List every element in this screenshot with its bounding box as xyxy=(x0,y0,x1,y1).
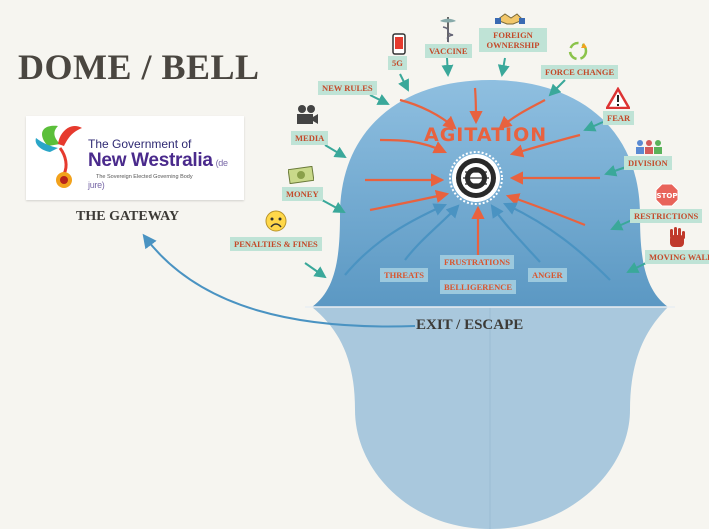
sad-face-icon xyxy=(264,209,288,236)
logo-line1: The Government of xyxy=(88,137,192,151)
government-logo: The Government of New Westralia(de jure)… xyxy=(26,116,244,200)
logo-tagline: The Sovereign Elected Governing Body xyxy=(96,174,193,180)
tag-fear: FEAR xyxy=(603,111,635,125)
tag-penalties-fines: PENALTIES & FINES xyxy=(230,237,322,251)
camera-icon xyxy=(295,104,319,129)
tag-division: DIVISION xyxy=(624,156,672,170)
money-icon xyxy=(287,165,315,187)
tag-vaccine: VACCINE xyxy=(425,44,472,58)
agitation-arrows xyxy=(365,87,600,255)
warning-icon xyxy=(604,86,632,112)
page-title: DOME / BELL xyxy=(18,47,260,87)
cycle-arrows-icon xyxy=(567,40,589,65)
gateway-label: THE GATEWAY xyxy=(76,209,180,224)
tag-restrictions: RESTRICTIONS xyxy=(630,209,703,223)
exit-label: EXIT / ESCAPE xyxy=(416,317,524,333)
tag-5g: 5G xyxy=(388,56,407,70)
outer-arrows xyxy=(304,57,649,279)
tag-belligerence: BELLIGERENCE xyxy=(440,280,517,294)
center-label: AGITATION xyxy=(424,124,548,146)
logo-line2: New Westralia(de jure) xyxy=(88,150,228,190)
tag-force-change: FORCE CHANGE xyxy=(541,65,619,79)
people-icon xyxy=(634,138,664,157)
caduceus-icon xyxy=(438,15,458,46)
stop-sign-icon: STOP xyxy=(655,183,679,210)
svg-text:STOP: STOP xyxy=(657,192,678,200)
phone-icon xyxy=(392,33,406,58)
hand-stop-icon xyxy=(667,227,687,252)
tag-new-rules: NEW RULES xyxy=(318,81,377,95)
tag-moving-walls: MOVING WALLS xyxy=(645,250,709,264)
tag-anger: ANGER xyxy=(528,268,567,282)
target-icon xyxy=(449,151,503,205)
inner-arrows xyxy=(344,202,611,281)
tag-money: MONEY xyxy=(282,187,323,201)
tag-media: MEDIA xyxy=(291,131,329,145)
tag-threats: THREATS xyxy=(380,268,428,282)
handshake-icon xyxy=(495,10,525,29)
gateway-arrow xyxy=(142,233,416,328)
bird-logo-icon xyxy=(35,125,82,188)
tag-frustrations: FRUSTRATIONS xyxy=(440,255,514,269)
tag-foreign-ownership: FOREIGN OWNERSHIP xyxy=(479,28,547,52)
